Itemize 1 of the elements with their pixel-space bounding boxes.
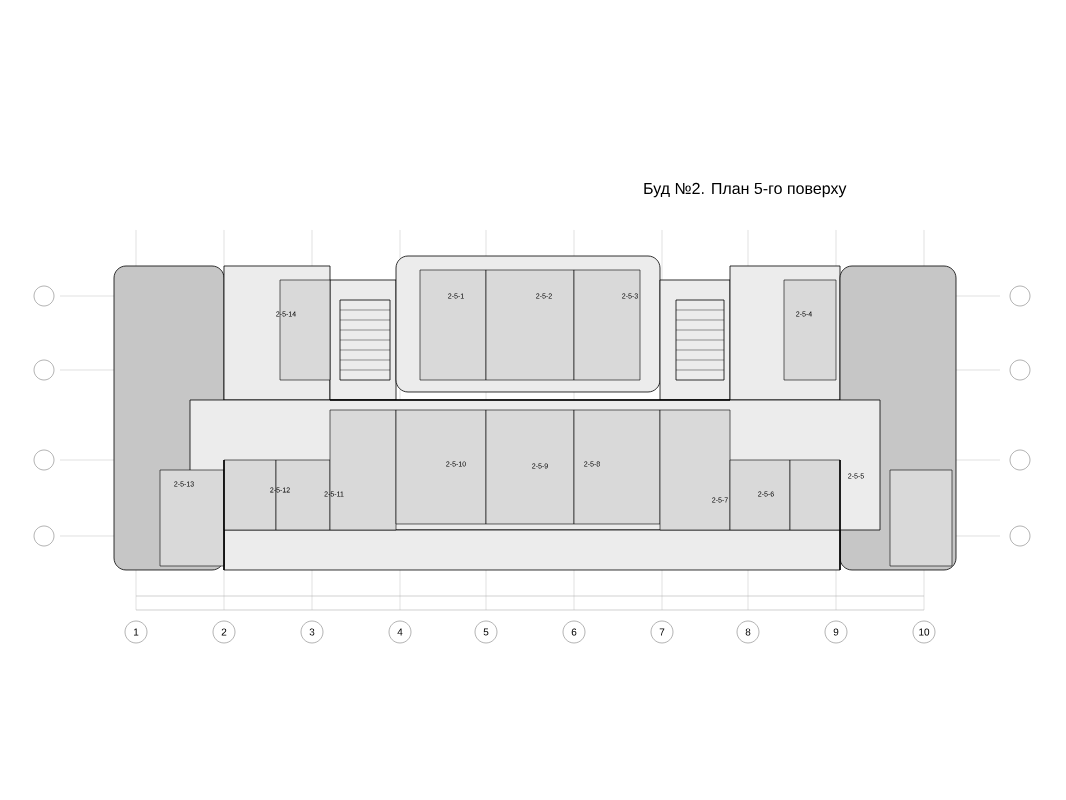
diagram-title: Буд №2. План 5-го поверху [644,182,847,198]
